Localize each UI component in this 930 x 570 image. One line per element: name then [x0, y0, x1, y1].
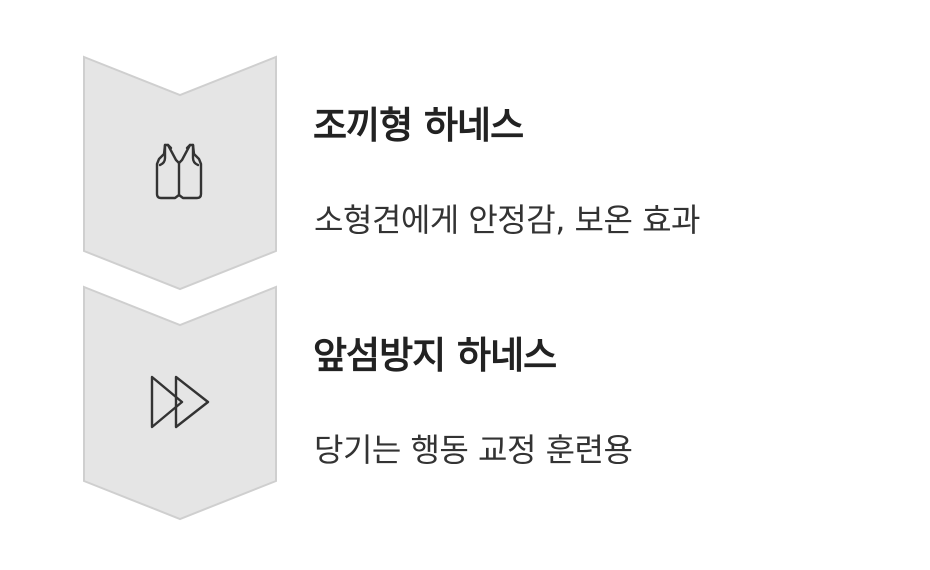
- fast-forward-icon: [146, 369, 212, 435]
- harness-title: 조끼형 하네스: [313, 104, 524, 147]
- harness-title: 앞섬방지 하네스: [313, 334, 557, 377]
- harness-description: 당기는 행동 교정 훈련용: [314, 431, 633, 469]
- vest-icon: [146, 140, 212, 206]
- harness-description: 소형견에게 안정감, 보온 효과: [314, 201, 700, 239]
